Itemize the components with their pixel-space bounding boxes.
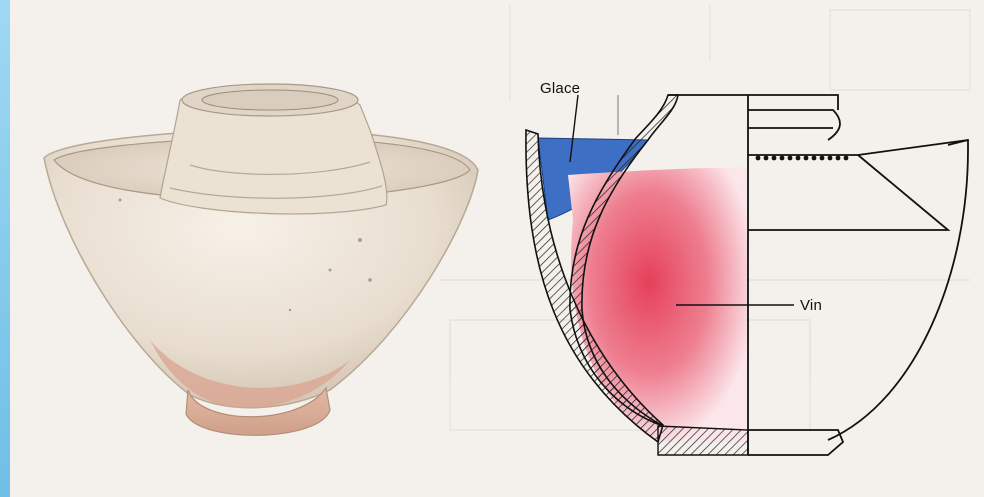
rim-seam-dots bbox=[756, 156, 849, 161]
slide-canvas: Glace Vin bbox=[10, 0, 984, 497]
cross-section-diagram bbox=[498, 70, 984, 470]
slide-left-border bbox=[0, 0, 10, 497]
wine-label: Vin bbox=[800, 297, 822, 314]
ice-label: Glace bbox=[540, 80, 580, 97]
vessel-photo bbox=[30, 70, 490, 470]
